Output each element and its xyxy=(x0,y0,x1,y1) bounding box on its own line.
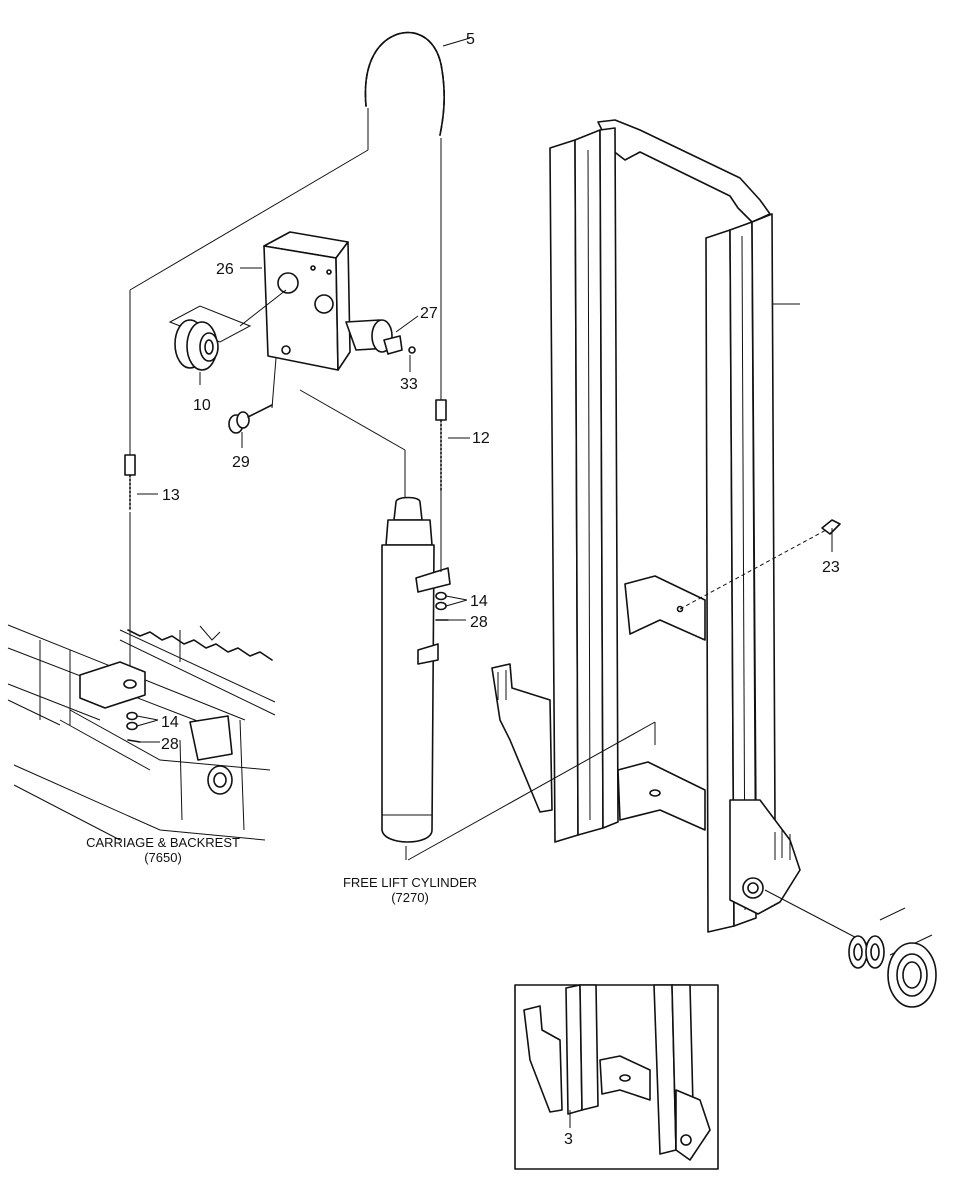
callout-13: 13 xyxy=(162,487,180,504)
chain-anchor-bolt-12 xyxy=(435,399,470,491)
chain-sheave xyxy=(168,289,287,385)
mast-frame xyxy=(491,119,841,933)
carriage-backrest xyxy=(7,624,276,841)
bearing-washer-set xyxy=(764,889,937,1008)
callout-14-cylinder: 14 xyxy=(470,593,488,610)
callout-5: 5 xyxy=(466,31,475,48)
callout-29: 29 xyxy=(232,454,250,471)
chain-sheave-bracket xyxy=(129,149,406,500)
chain-anchor-bolt-13 xyxy=(124,454,158,690)
callout-12: 12 xyxy=(472,430,490,447)
callout-28-carriage: 28 xyxy=(161,736,179,753)
callout-33: 33 xyxy=(400,376,418,393)
sheave-pin xyxy=(345,315,419,372)
lift-chain xyxy=(364,31,471,400)
callout-23: 23 xyxy=(822,559,840,576)
callout-10: 10 xyxy=(193,397,211,414)
callout-14-carriage: 14 xyxy=(161,714,179,731)
callout-26: 26 xyxy=(216,261,234,278)
callout-27: 27 xyxy=(420,305,438,322)
inset-detail xyxy=(514,984,719,1170)
callout-28-cylinder: 28 xyxy=(470,614,488,631)
carriage-caption-code: (7650) xyxy=(144,850,182,865)
cylinder-caption-name: FREE LIFT CYLINDER xyxy=(343,875,477,890)
free-lift-cylinder xyxy=(381,490,656,861)
carriage-caption-name: CARRIAGE & BACKREST xyxy=(86,835,240,850)
callout-3: 3 xyxy=(564,1131,573,1148)
bracket-bolt xyxy=(228,404,273,448)
cylinder-caption-code: (7270) xyxy=(391,890,429,905)
